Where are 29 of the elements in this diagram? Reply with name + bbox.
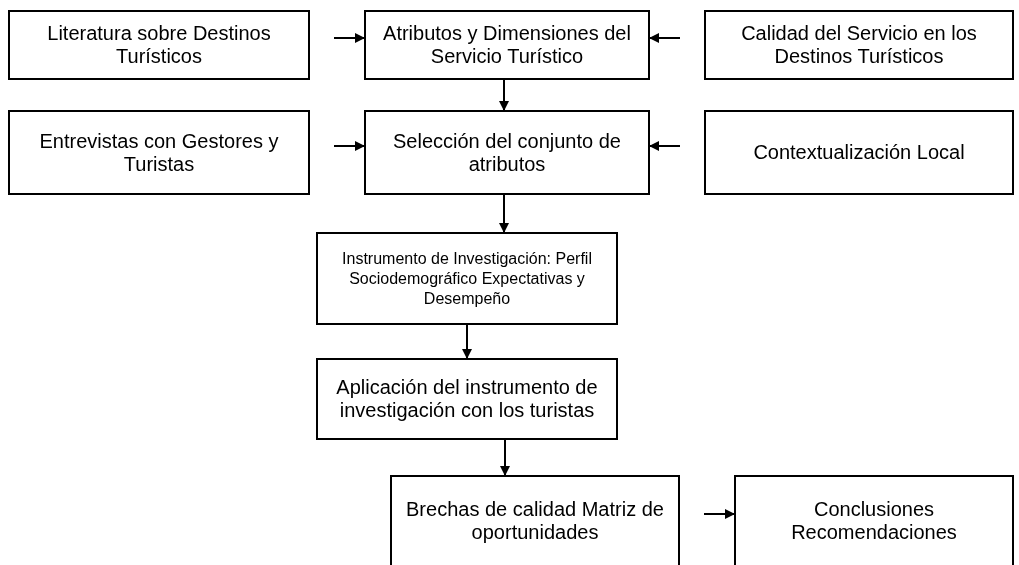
process-box [316,358,618,440]
arrow [462,324,472,359]
box-text: Conclusiones Recomendaciones [790,498,958,544]
box-text: Calidad del Servicio en los Destinos Turísticos [740,22,978,68]
arrow [499,194,509,233]
arrow [333,141,365,151]
box-text: Instrumento de Investigación: Perfil Sociodemográfico Expectativas y Desempeño [341,248,593,309]
process-box [8,110,310,195]
box-text: Entrevistas con Gestores y Turistas [38,129,280,176]
arrow [500,439,510,476]
process-box [364,110,650,195]
process-box [364,10,650,80]
box-text: Literatura sobre Destinos Turísticos [46,22,272,68]
arrow [703,509,735,519]
box-text: Brechas de calidad Matriz de oportunidades [406,498,664,544]
arrow [333,33,365,43]
arrow [499,79,509,111]
process-box [316,232,618,325]
arrow [649,141,681,151]
process-box [704,110,1014,195]
box-text: Aplicación del instrumento de investigación con los turistas [335,376,599,422]
box-text: Atributos y Dimensiones del Servicio Turístico [382,22,632,68]
process-box [734,475,1014,565]
box-text: Selección del conjunto de atributos [392,129,622,176]
process-box [390,475,680,565]
process-box [704,10,1014,80]
process-box [8,10,310,80]
box-text: Contextualización Local [753,141,965,164]
arrow [649,33,681,43]
